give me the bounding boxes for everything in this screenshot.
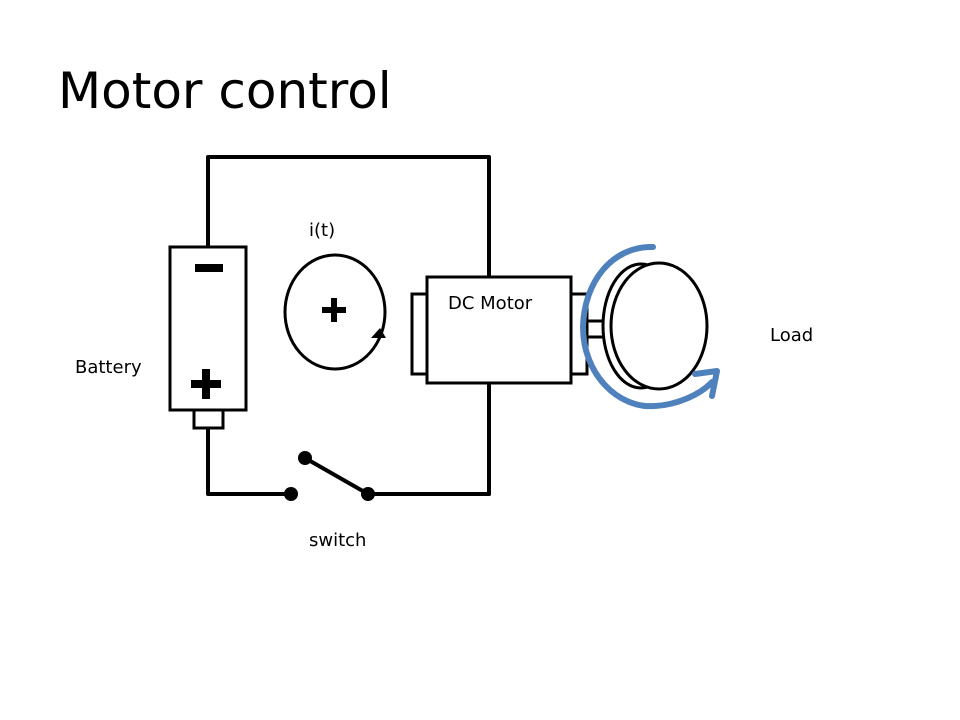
rotation-arrow — [579, 243, 720, 410]
battery-terminal — [192, 408, 225, 430]
battery-label: Battery — [75, 357, 142, 378]
current-loop — [283, 253, 387, 371]
switch-left-contact — [284, 487, 298, 501]
current-label: i(t) — [309, 220, 335, 241]
battery-minus-sign — [195, 264, 223, 272]
switch-lever — [303, 456, 370, 496]
bottom-left-wire — [206, 426, 293, 496]
switch-pivot — [298, 451, 312, 465]
circuit-wires — [206, 155, 491, 496]
flywheel-front — [609, 261, 709, 391]
switch — [284, 451, 375, 501]
load-label: Load — [770, 325, 813, 346]
current-plus-sign — [322, 298, 346, 322]
rotation-arrow-head — [692, 368, 720, 399]
slide-title: Motor control — [58, 62, 392, 120]
load-flywheel — [601, 261, 709, 391]
battery — [168, 245, 248, 430]
switch-right-contact — [361, 487, 375, 501]
motor-body — [425, 275, 573, 385]
dc-motor — [410, 275, 607, 385]
current-direction-arrow — [371, 328, 386, 338]
battery-plus-sign — [191, 369, 221, 399]
switch-label: switch — [309, 530, 366, 551]
top-wire — [206, 155, 491, 279]
rotation-arrow-curve — [579, 243, 715, 410]
motor-label: DC Motor — [448, 293, 533, 314]
